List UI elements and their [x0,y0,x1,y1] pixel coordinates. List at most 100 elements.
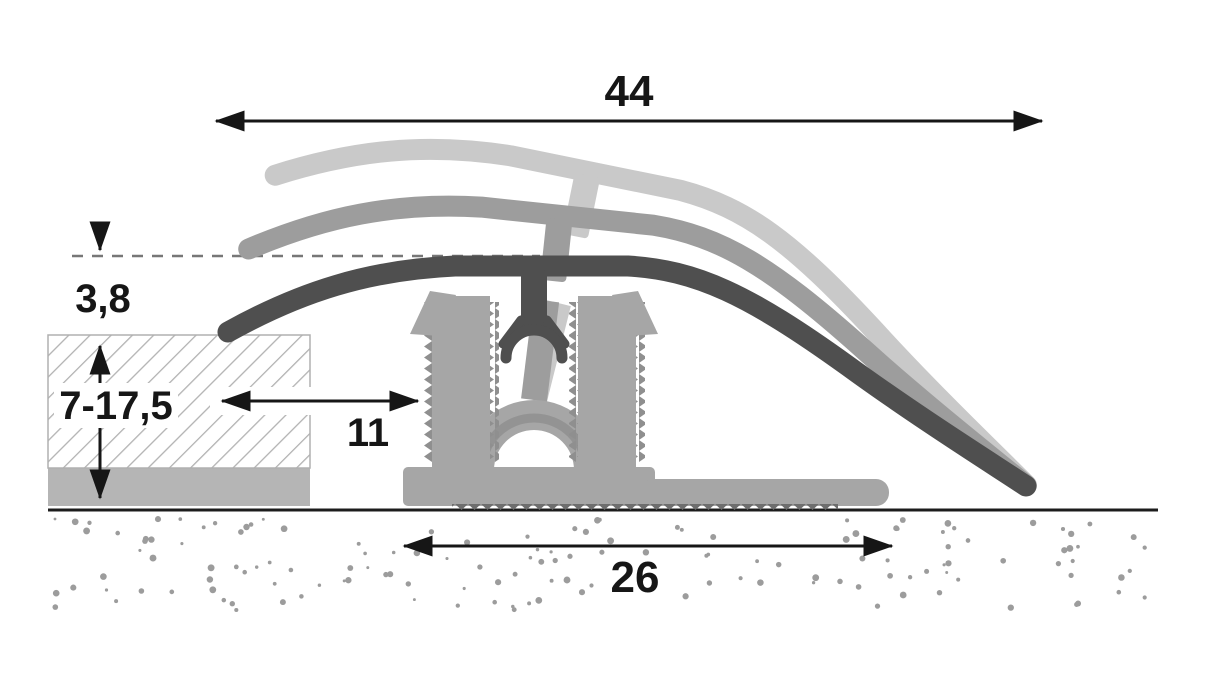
texture-dot [342,579,346,583]
dim-label-base-width: 26 [611,553,660,602]
texture-dot [852,530,860,538]
texture-dot [234,607,239,613]
texture-dot [1007,604,1014,611]
texture-dot [209,586,217,594]
texture-dot [149,554,157,562]
texture-dot [115,530,120,536]
texture-dot [1000,557,1007,564]
texture-dot [924,568,930,574]
texture-dot [272,581,277,586]
texture-dot [538,558,545,565]
right-post-cap [612,291,658,336]
texture-dot [885,558,890,563]
texture-dot [142,535,149,542]
texture-dot [180,542,184,546]
texture-dot [248,522,254,527]
texture-dot [1066,544,1074,552]
texture-dot [945,571,949,574]
texture-dot [775,561,782,568]
texture-dot [52,604,59,610]
texture-dot [945,544,951,550]
texture-dot [1142,545,1147,550]
texture-dot [1068,530,1075,538]
texture-dot [845,518,850,523]
texture-dot [936,589,943,596]
texture-dot [952,526,957,531]
label-backing-26 [594,558,676,602]
base-plate [403,467,655,506]
texture-dot [71,518,79,526]
texture-dot [212,521,218,526]
texture-dot [1055,560,1062,567]
texture-dot [494,579,502,586]
texture-dot [525,534,530,539]
texture-dot [1076,544,1080,549]
left-post-teeth-outer [423,302,432,462]
texture-dot [572,526,578,532]
texture-dot [391,550,396,555]
texture-dot [53,517,57,521]
texture-dot [366,566,370,570]
base-underside-serration [452,504,838,510]
texture-dot [233,564,239,570]
base-profile [403,291,889,510]
underlay-strip [48,468,310,506]
texture-dot [52,589,60,597]
texture-dot [511,604,515,609]
texture-dot [942,563,946,567]
texture-dot [178,517,183,521]
texture-dot [706,580,713,586]
texture-dot [114,599,119,604]
texture-dot [567,553,573,559]
texture-dot [169,589,175,595]
texture-dot [83,527,91,535]
texture-dot [944,520,952,527]
texture-dot [383,571,389,578]
texture-dot [1060,526,1066,532]
texture-dot [413,549,421,557]
texture-dot [242,569,247,575]
texture-dot [945,560,952,567]
texture-dot [363,551,367,556]
texture-dot [940,530,945,534]
ramp-dark-plate [217,255,1037,497]
dimension-annotations [89,110,1044,557]
texture-dot [1068,572,1074,579]
texture-dot [582,528,589,535]
texture-dot [229,601,235,607]
texture-dot [589,583,594,588]
texture-dot [549,578,554,583]
texture-dot [138,588,145,594]
texture-dot [148,536,155,543]
ramp-dark-hinge-hook [500,324,568,364]
texture-dot [895,526,900,531]
texture-dot [1070,558,1075,564]
texture-dot [267,560,272,565]
texture-dot [682,593,689,600]
texture-dot [1118,574,1125,581]
texture-dot [1029,519,1037,527]
texture-dot [317,583,322,587]
texture-dot [811,581,816,585]
dim-label-edge-distance: 11 [347,411,389,455]
texture-dot [1087,521,1093,527]
texture-dot [874,603,881,609]
texture-dot [597,517,602,522]
texture-dot [563,576,571,584]
texture-dot [405,581,411,587]
texture-dot [1127,568,1132,574]
texture-dot [899,591,907,599]
texture-dot [104,588,109,592]
texture-dot [238,529,244,535]
texture-dot [887,572,893,579]
texture-dot [674,524,680,530]
texture-dot [279,599,286,606]
texture-dot [70,584,77,591]
left-post-cap [410,291,456,336]
ramp-profile-dark [217,255,1037,497]
texture-dot [527,601,532,606]
texture-dot [855,584,862,590]
texture-dot [1116,589,1122,595]
